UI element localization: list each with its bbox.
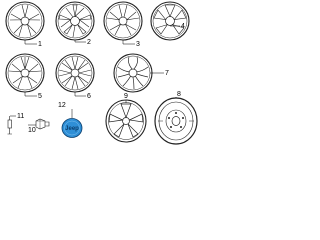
callout-3: 3 [136,41,140,48]
callout-8: 8 [177,91,181,98]
valve-stem[interactable] [7,116,13,135]
center-cap[interactable]: Jeep [61,118,83,138]
callout-4: 4 [181,23,185,30]
lug-nut[interactable] [35,118,50,130]
wheel-7[interactable] [113,53,153,93]
callout-11: 11 [17,113,24,120]
callout-2: 2 [87,39,91,46]
center-cap-logo: Jeep [65,126,79,132]
callout-7: 7 [165,70,169,77]
parts-diagram: Jeep [5,1,198,145]
callout-1: 1 [38,41,42,48]
wheel-3[interactable] [103,1,143,41]
callout-6: 6 [87,93,91,100]
leader-lines [10,25,180,126]
wheel-2[interactable] [55,1,95,41]
callout-9: 9 [124,93,128,100]
callout-12: 12 [58,102,66,109]
callout-10: 10 [28,127,36,134]
spare-wheel-steel[interactable] [154,97,198,145]
wheel-6[interactable] [55,53,95,93]
wheel-1[interactable] [5,1,45,41]
wheel-4[interactable] [150,1,190,41]
callout-5: 5 [38,93,42,100]
wheel-alloy-angled[interactable] [105,99,147,143]
wheel-5[interactable] [5,53,45,93]
